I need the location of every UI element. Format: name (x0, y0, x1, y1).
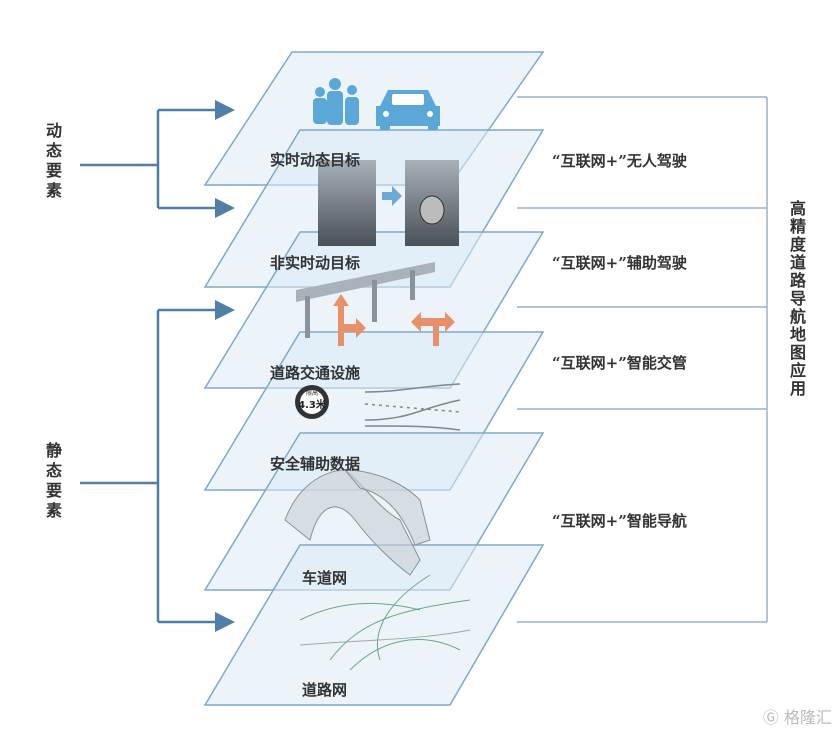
app-assisted-driving: “互联网+”辅助驾驶 (552, 254, 687, 272)
watermark: Ⓖ 格隆汇 (763, 704, 832, 728)
sign-top-text: 限高 (306, 389, 318, 397)
plane-road-network (203, 544, 545, 706)
layer-label-realtime: 实时动态目标 (270, 151, 361, 169)
road-network-graphic (299, 574, 471, 671)
layer-label-road-network: 道路网 (302, 681, 348, 699)
people-icon (313, 78, 359, 125)
lane-merge-diagram (364, 383, 461, 431)
layer-label-nonrealtime: 非实时动目标 (270, 254, 361, 272)
hd-map-application-title: 高精度道路导航地图应用 (787, 200, 806, 398)
application-connectors (517, 96, 768, 623)
app-traffic-management: “互联网+”智能交管 (552, 354, 687, 372)
static-elements-label: 静态要素 (43, 442, 62, 522)
layer-label-facilities: 道路交通设施 (270, 364, 361, 382)
app-autonomous-driving: “互联网+”无人驾驶 (552, 152, 687, 170)
road-photo-before (318, 160, 376, 246)
layer-planes (203, 51, 545, 706)
guardrail-icon (296, 262, 435, 338)
lane-network-graphic (284, 469, 431, 576)
layer-label-lane-network: 车道网 (302, 569, 348, 587)
dynamic-elements-label: 动态要素 (43, 122, 62, 202)
watermark-logo-icon: Ⓖ (762, 708, 779, 727)
static-bracket (80, 300, 235, 632)
layer-label-safety: 安全辅助数据 (270, 455, 361, 473)
dynamic-bracket (80, 100, 235, 218)
arrow-right-icon (382, 186, 402, 206)
pothole-icon (419, 195, 445, 225)
sign-value-text: 4.3米 (298, 398, 327, 411)
height-limit-sign: 限高 4.3米 (295, 385, 329, 419)
turn-arrow-icons (333, 294, 455, 346)
car-icon (376, 90, 440, 130)
app-smart-navigation: “互联网+”智能导航 (552, 512, 687, 530)
watermark-text: 格隆汇 (783, 708, 832, 727)
